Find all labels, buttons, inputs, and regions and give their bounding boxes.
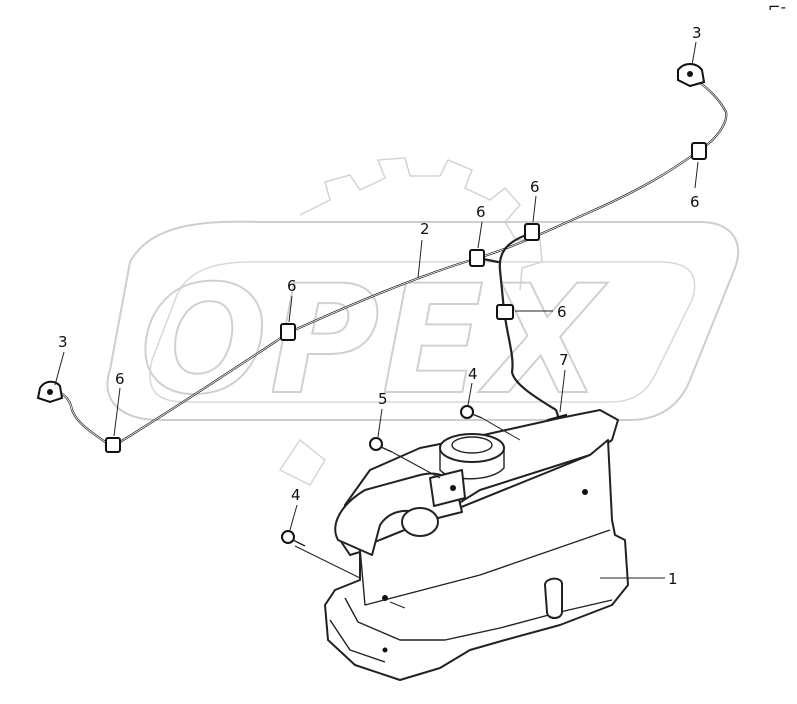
callout-4-upper: 4 <box>468 365 478 383</box>
watermark-logo: OPEX <box>106 157 740 486</box>
leader-lines <box>54 41 699 609</box>
callout-2: 2 <box>420 220 430 238</box>
hose-clips <box>105 142 707 453</box>
callout-3-right: 3 <box>692 24 702 42</box>
callout-7: 7 <box>559 351 569 369</box>
right-nozzle <box>677 63 706 88</box>
callout-3-left: 3 <box>58 333 68 351</box>
callout-labels: 1 2 3 3 4 4 5 6 6 6 6 6 6 7 ⌐- <box>58 0 786 588</box>
callout-6-right: 6 <box>690 193 700 211</box>
bolt-5 <box>369 437 393 453</box>
callout-6-left-lower: 6 <box>115 370 125 388</box>
callout-5: 5 <box>378 390 388 408</box>
watermark-text: OPEX <box>140 254 608 428</box>
bolt-lower <box>281 530 306 547</box>
callout-6-mid: 6 <box>476 203 486 221</box>
corner-mark: ⌐- <box>768 0 786 16</box>
bolt-upper <box>460 405 483 419</box>
left-nozzle <box>36 380 64 404</box>
callout-6-left: 6 <box>287 277 297 295</box>
callout-6-branch: 6 <box>557 303 567 321</box>
callout-4-lower: 4 <box>291 486 301 504</box>
callout-1: 1 <box>668 570 678 588</box>
washer-reservoir <box>324 409 629 681</box>
callout-6-mid-right: 6 <box>530 178 540 196</box>
